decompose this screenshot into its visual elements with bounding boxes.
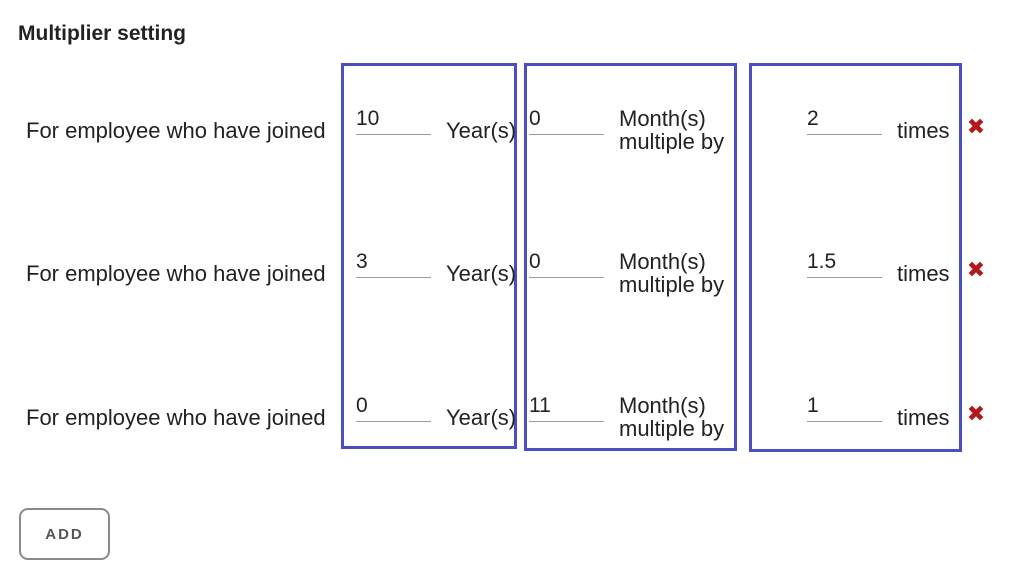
months-unit-label: Month(s) multiple by	[619, 249, 725, 297]
multiplier-input[interactable]	[807, 103, 882, 135]
months-unit-label: Month(s) multiple by	[619, 106, 725, 154]
multiplier-rule-row: For employee who have joined Year(s) Mon…	[0, 365, 1011, 445]
months-input[interactable]	[529, 103, 604, 135]
multiplier-unit-label: times	[897, 261, 950, 286]
remove-rule-icon[interactable]: ✖	[966, 257, 986, 282]
multiplier-input[interactable]	[807, 246, 882, 278]
multiplier-unit-label: times	[897, 405, 950, 430]
multiplier-unit-label: times	[897, 118, 950, 143]
add-rule-button[interactable]: ADD	[19, 508, 110, 560]
rule-label: For employee who have joined	[26, 118, 326, 143]
multiplier-column-highlight	[749, 63, 962, 452]
rule-label: For employee who have joined	[26, 261, 326, 286]
remove-rule-icon[interactable]: ✖	[966, 401, 986, 426]
multiplier-rule-row: For employee who have joined Year(s) Mon…	[0, 221, 1011, 301]
section-title: Multiplier setting	[18, 22, 186, 45]
months-input[interactable]	[529, 246, 604, 278]
months-unit-label: Month(s) multiple by	[619, 393, 725, 441]
months-input[interactable]	[529, 390, 604, 422]
remove-rule-icon[interactable]: ✖	[966, 114, 986, 139]
multiplier-input[interactable]	[807, 390, 882, 422]
multiplier-rule-row: For employee who have joined Year(s) Mon…	[0, 78, 1011, 158]
years-input[interactable]	[356, 390, 431, 422]
years-unit-label: Year(s)	[446, 405, 517, 430]
years-input[interactable]	[356, 103, 431, 135]
years-unit-label: Year(s)	[446, 118, 517, 143]
rule-label: For employee who have joined	[26, 405, 326, 430]
months-column-highlight	[524, 63, 737, 451]
years-input[interactable]	[356, 246, 431, 278]
years-column-highlight	[341, 63, 517, 449]
years-unit-label: Year(s)	[446, 261, 517, 286]
